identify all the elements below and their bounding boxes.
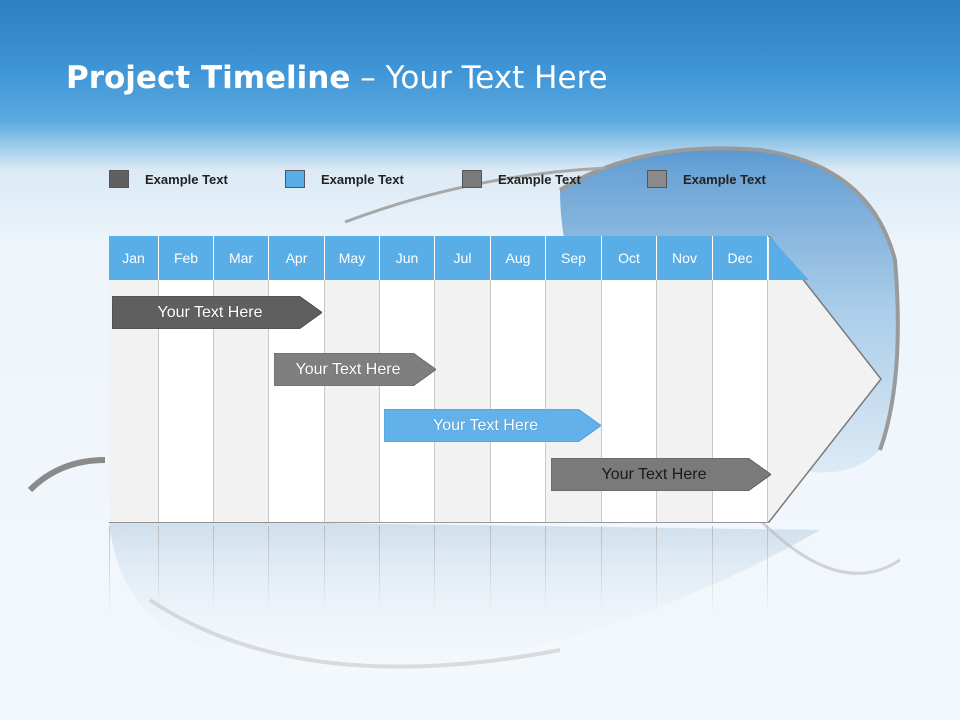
reflection-line [379,526,380,616]
task-label-4: Your Text Here [601,465,707,483]
reflection-line [109,526,110,616]
legend-swatch-2 [285,170,305,188]
task-label-1: Your Text Here [157,303,263,321]
legend-item-1: Example Text [109,170,228,188]
month-header-jul: Jul [435,236,491,280]
title-rest: – Your Text Here [350,60,608,96]
legend-label-2: Example Text [321,171,404,187]
month-header-oct: Oct [602,236,657,280]
legend-label-1: Example Text [145,171,228,187]
legend-label-4: Example Text [683,171,766,187]
reflection-line [158,526,159,616]
month-header-dec: Dec [713,236,768,280]
month-header-jun: Jun [380,236,435,280]
legend-swatch-3 [462,170,482,188]
reflection-line [545,526,546,616]
reflection-line [324,526,325,616]
task-label-3: Your Text Here [433,416,538,434]
reflection-line [434,526,435,616]
legend-swatch-1 [109,170,129,188]
reflection-line [213,526,214,616]
month-header-jan: Jan [109,236,159,280]
reflection-line [767,526,768,616]
reflection-line [268,526,269,616]
month-header-feb: Feb [159,236,214,280]
reflection-line [656,526,657,616]
task-bar-shape-3 [384,409,601,442]
month-header-mar: Mar [214,236,269,280]
month-column-jun [380,280,435,522]
legend-label-3: Example Text [498,171,581,187]
task-bar-4[interactable]: Your Text Here [551,458,771,491]
task-bar-shape-1 [112,296,322,329]
legend-item-2: Example Text [285,170,404,188]
legend-item-4: Example Text [647,170,766,188]
legend-swatch-4 [647,170,667,188]
task-label-2: Your Text Here [295,360,401,378]
task-bar-3[interactable]: Your Text Here [384,409,601,442]
month-header-sep: Sep [546,236,602,280]
month-header-apr: Apr [269,236,325,280]
month-header-aug: Aug [491,236,546,280]
legend: Example Text Example Text Example Text E… [0,170,960,194]
task-bar-2[interactable]: Your Text Here [274,353,436,386]
reflection-line [490,526,491,616]
month-column-jul [435,280,491,522]
month-header-may: May [325,236,380,280]
month-column-aug [491,280,546,522]
legend-item-3: Example Text [462,170,581,188]
task-bar-shape-2 [274,353,436,386]
month-column-may [325,280,380,522]
month-header-nov: Nov [657,236,713,280]
task-bar-1[interactable]: Your Text Here [112,296,322,329]
page-title: Project Timeline – Your Text Here [66,60,608,96]
reflection-line [712,526,713,616]
title-bold: Project Timeline [66,60,351,96]
reflection-line [601,526,602,616]
task-bar-shape-4 [551,458,771,491]
